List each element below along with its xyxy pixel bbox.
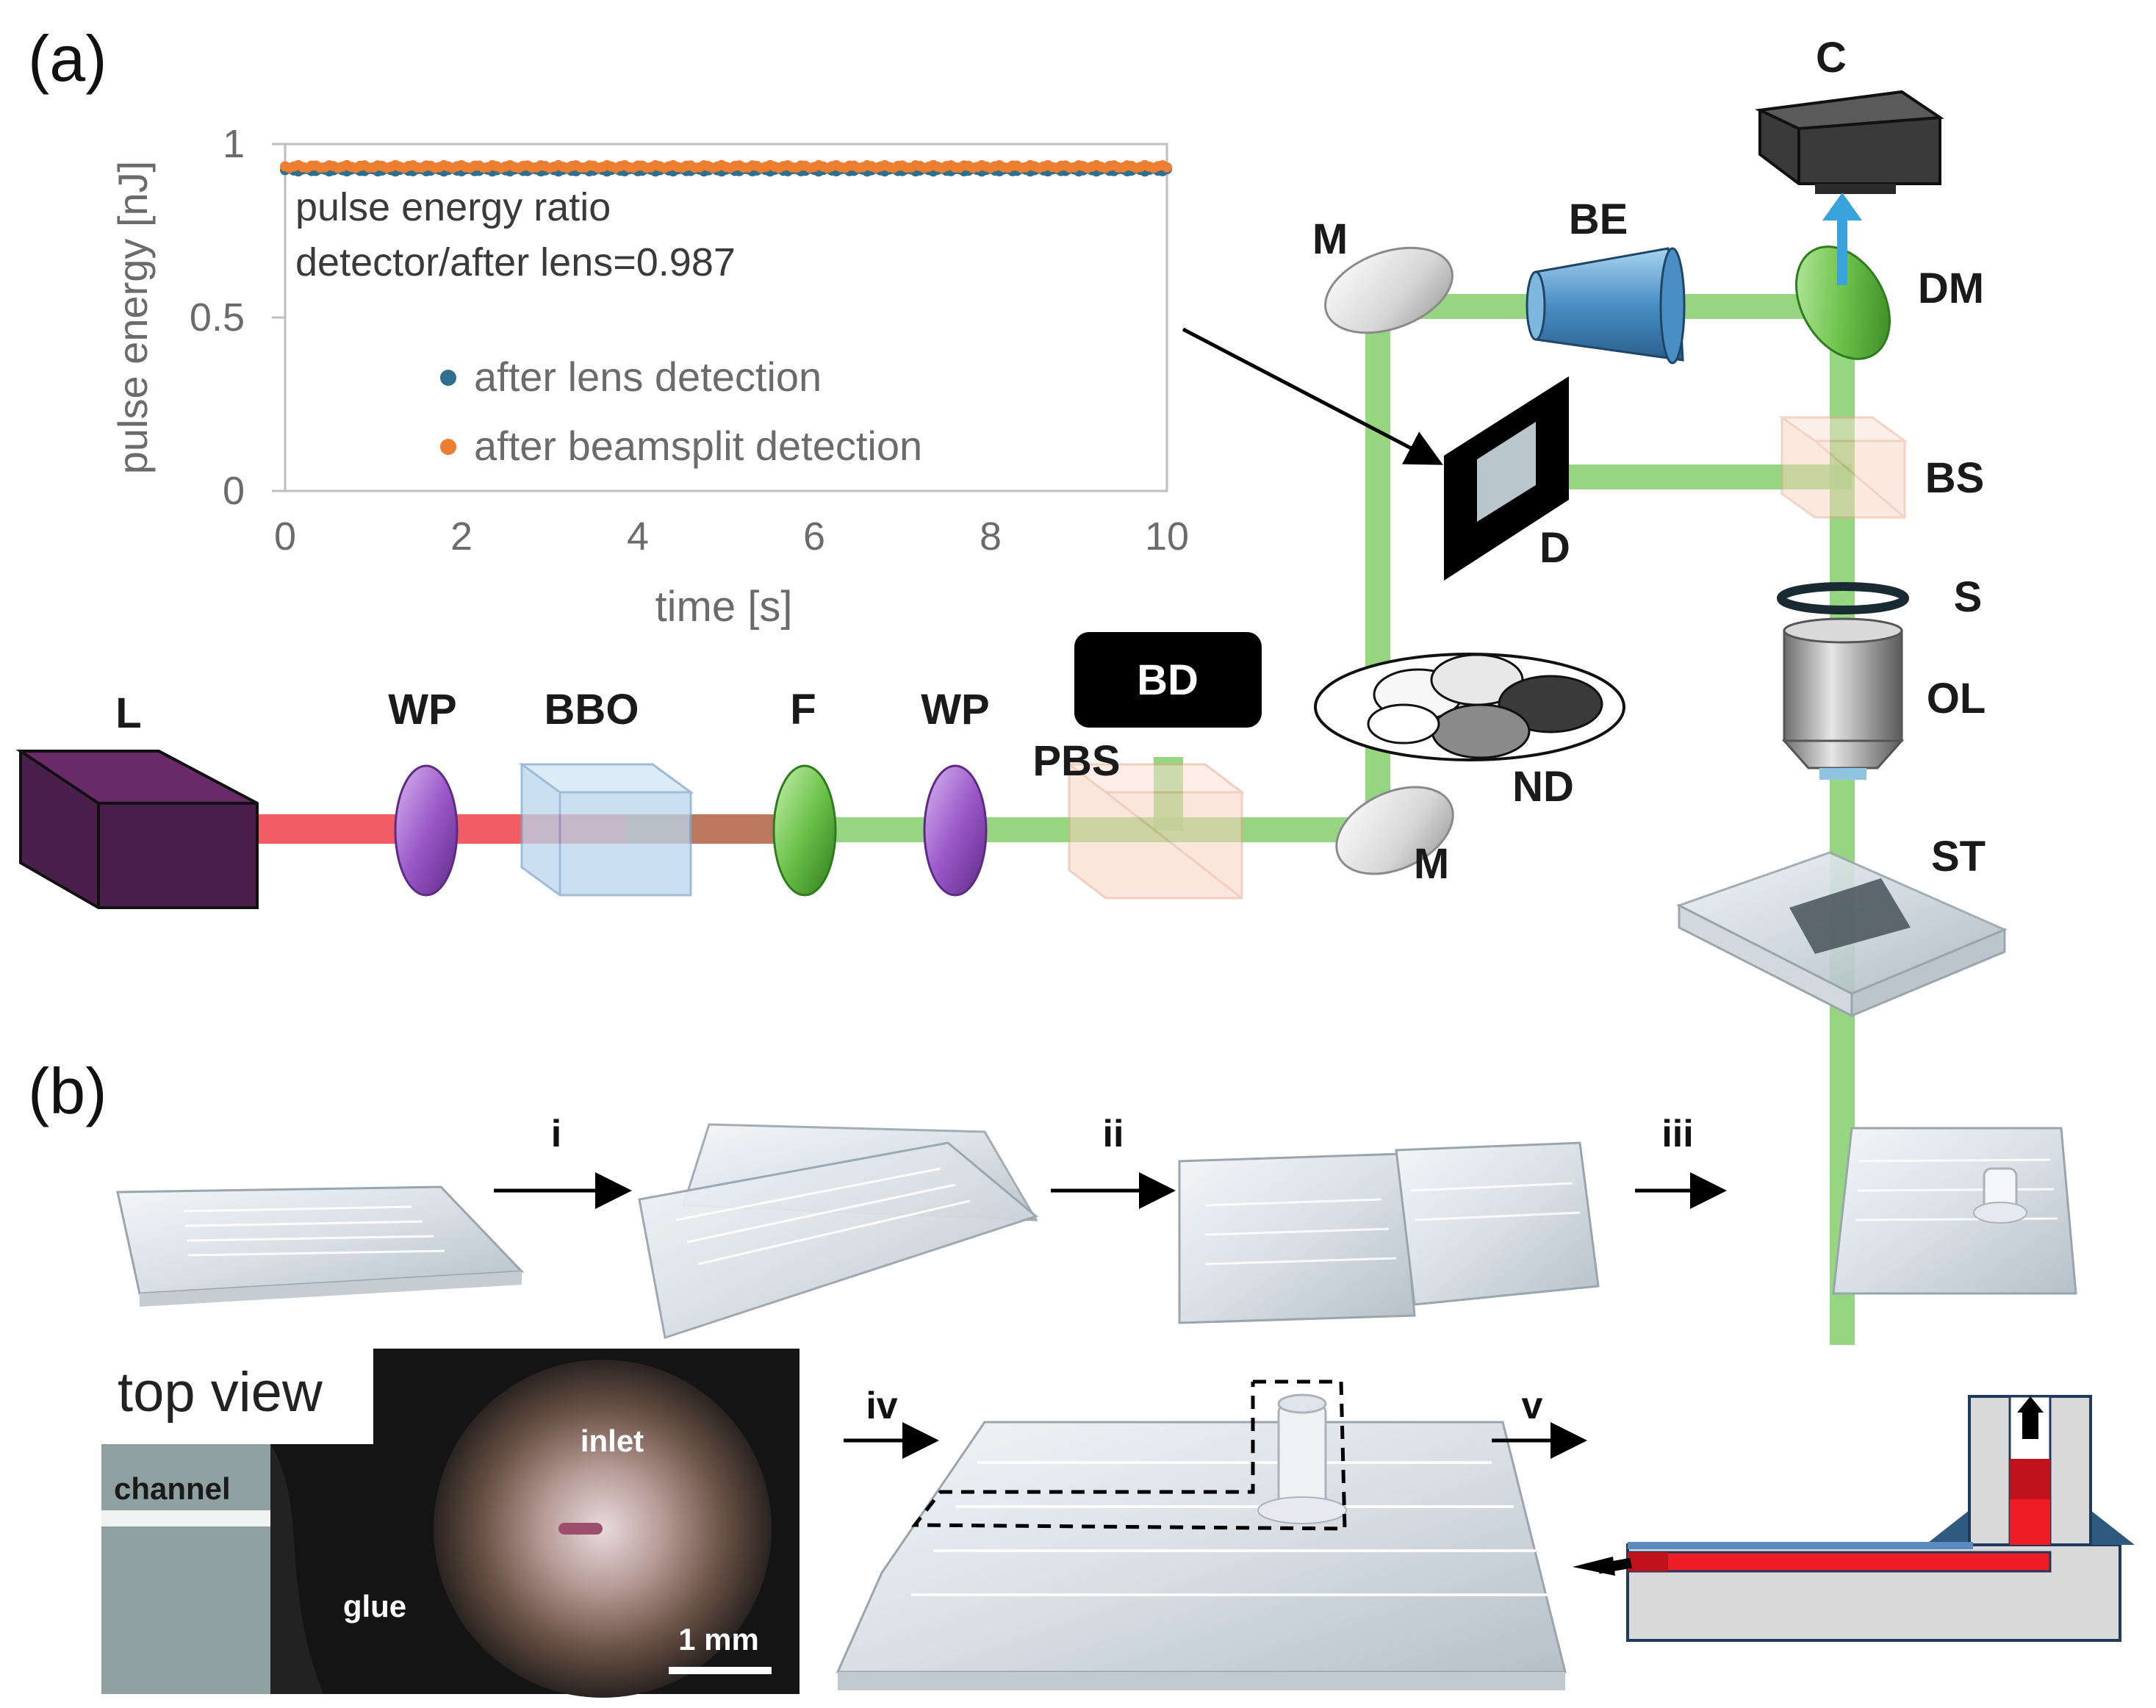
device-photo-3 xyxy=(1178,1141,1600,1324)
x-tick-label: 4 xyxy=(627,514,649,559)
legend-label-beamsplit: after beamsplit detection xyxy=(474,423,922,469)
step-ii-label: ii xyxy=(1103,1113,1124,1155)
mirror-top xyxy=(1324,246,1453,334)
mirror-bottom xyxy=(1335,786,1454,875)
scale-bar-label: 1 mm xyxy=(678,1622,759,1657)
x-tick-label: 0 xyxy=(274,514,296,559)
label-C: C xyxy=(1816,34,1847,82)
chart-ticks: 0 2 4 6 8 10 0 0.5 1 xyxy=(190,122,1189,559)
x-tick-label: 10 xyxy=(1145,514,1189,559)
cross-section-schematic xyxy=(1573,1395,2135,1642)
panel-b-label: (b) xyxy=(28,1055,107,1127)
label-M1: M xyxy=(1312,215,1348,263)
device-photo-2 xyxy=(638,1123,1039,1339)
device-photo-5 xyxy=(836,1379,1567,1690)
device-photo-1 xyxy=(116,1185,525,1307)
y-tick-label: 0 xyxy=(223,469,245,513)
laser-box xyxy=(15,750,259,909)
beam-dump xyxy=(1074,632,1262,728)
step-v-label: v xyxy=(1522,1385,1543,1427)
label-ND: ND xyxy=(1512,763,1574,811)
label-OL: OL xyxy=(1927,675,1986,722)
green-beam-vertical xyxy=(1365,301,1390,838)
shutter xyxy=(1777,582,1909,614)
red-beam xyxy=(257,814,404,844)
label-S: S xyxy=(1954,573,1983,621)
step-iii-label: iii xyxy=(1661,1113,1693,1155)
chart-points xyxy=(280,159,1172,177)
label-BBO: BBO xyxy=(545,686,639,733)
camera-signal-arrow xyxy=(1822,193,1862,285)
filter-F xyxy=(772,764,837,897)
label-BS: BS xyxy=(1925,454,1985,502)
glue-label: glue xyxy=(343,1589,406,1623)
dichroic-mirror xyxy=(1794,245,1891,360)
step-iv-label: iv xyxy=(866,1385,897,1427)
chart-to-detector-arrow xyxy=(1182,327,1443,465)
chart-x-label: time [s] xyxy=(655,583,793,631)
legend-label-lens: after lens detection xyxy=(474,354,822,400)
label-BE: BE xyxy=(1569,195,1628,243)
label-L: L xyxy=(115,689,141,737)
beamsplit-detection-point xyxy=(1162,162,1172,173)
label-BD: BD xyxy=(1137,656,1199,704)
chart-annotation-line2: detector/after lens=0.987 xyxy=(295,240,736,284)
label-M2: M xyxy=(1414,840,1449,888)
camera xyxy=(1754,90,1944,194)
chart-annotation-line1: pulse energy ratio xyxy=(295,185,611,229)
label-F: F xyxy=(790,686,816,733)
beamsplitter-cube xyxy=(1778,416,1908,519)
inlet-label: inlet xyxy=(581,1424,644,1458)
channel-label: channel xyxy=(114,1471,231,1506)
label-DM: DM xyxy=(1918,265,1984,312)
step-i-label: i xyxy=(551,1113,561,1155)
detector-D xyxy=(1444,376,1569,581)
sample-stage xyxy=(1676,851,2008,1018)
x-tick-label: 2 xyxy=(450,514,472,559)
label-WP1: WP xyxy=(388,686,456,733)
waveplate-2 xyxy=(923,764,988,897)
label-ST: ST xyxy=(1931,833,1986,880)
label-WP2: WP xyxy=(921,686,989,733)
label-PBS: PBS xyxy=(1032,737,1120,785)
x-tick-label: 8 xyxy=(980,514,1002,559)
legend-marker-beamsplit xyxy=(440,439,456,455)
y-tick-label: 0.5 xyxy=(190,295,245,340)
top-view-title: top view xyxy=(118,1361,323,1424)
panel-a-label: (a) xyxy=(28,22,107,95)
objective-lens xyxy=(1781,617,1905,780)
waveplate-1 xyxy=(394,764,459,897)
bbo-crystal xyxy=(518,763,694,897)
y-tick-label: 1 xyxy=(223,122,245,166)
x-tick-label: 6 xyxy=(803,514,825,559)
beam-expander xyxy=(1526,247,1686,365)
label-D: D xyxy=(1539,524,1570,572)
top-view-photo xyxy=(101,1349,799,1698)
chart-plot-area xyxy=(284,143,1168,492)
chart-y-label: pulse energy [nJ] xyxy=(109,161,156,474)
legend-marker-lens xyxy=(440,370,456,386)
pbs-cube xyxy=(1066,763,1246,900)
nd-filter-wheel xyxy=(1314,653,1625,761)
device-photo-4 xyxy=(1832,1127,2077,1295)
